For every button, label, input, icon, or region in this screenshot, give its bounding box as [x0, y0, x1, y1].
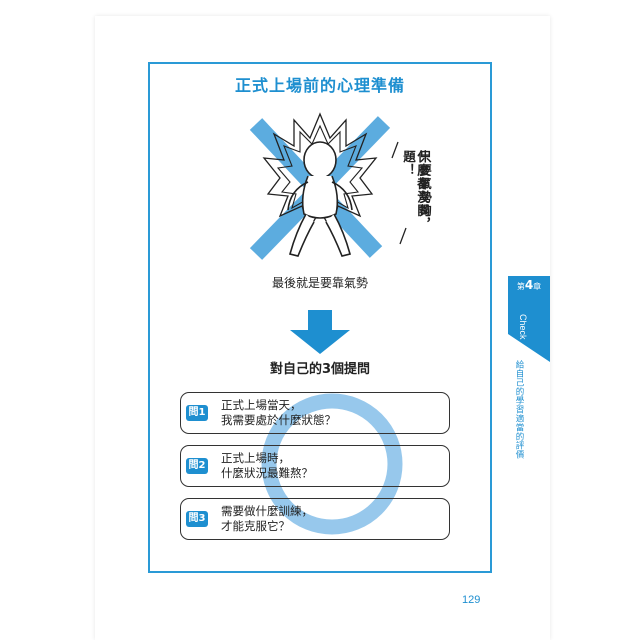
- page-number: 129: [462, 594, 481, 606]
- chapter-tab-shape: [508, 276, 550, 362]
- question-text: 正式上場當天， 我需要處於什麼狀態？: [221, 398, 336, 428]
- question-line: 才能克服它？: [221, 519, 290, 533]
- figure-head: [303, 141, 337, 179]
- question-box-1: 問1 正式上場當天， 我需要處於什麼狀態？: [180, 392, 450, 434]
- chapter-tab: 第4章 Check: [508, 276, 550, 362]
- question-badge: 問3: [186, 511, 208, 527]
- question-line: 正式上場當天，: [221, 398, 302, 412]
- speech-line-2: 什麼都沒問題！: [401, 150, 430, 218]
- question-line: 我需要處於什麼狀態？: [221, 413, 336, 427]
- question-text: 需要做什麼訓練， 才能克服它？: [221, 504, 313, 534]
- question-box-3: 問3 需要做什麼訓練， 才能克服它？: [180, 498, 450, 540]
- question-line: 正式上場時，: [221, 451, 290, 465]
- speech-text: 只要氣勢夠， 什麼都沒問題！: [393, 150, 443, 242]
- question-line: 需要做什麼訓練，: [221, 504, 313, 518]
- figure-arm-left: [287, 181, 309, 211]
- question-text: 正式上場時， 什麼狀況最難熬？: [221, 451, 313, 481]
- question-badge: 問1: [186, 405, 208, 421]
- question-line: 什麼狀況最難熬？: [221, 466, 313, 480]
- chapter-subtitle: 給自己的學習適當的評價: [514, 360, 524, 459]
- page-title: 正式上場前的心理準備: [234, 76, 405, 95]
- speech-line-1: 只要氣勢夠，: [417, 150, 432, 231]
- caption-bravado: 最後就是要靠氣勢: [271, 276, 368, 290]
- chapter-label: Check: [518, 314, 528, 340]
- figure-leg-left: [289, 213, 315, 257]
- figure-body: [301, 175, 339, 219]
- figure-arm-right: [331, 181, 353, 211]
- speech-mark-top: [391, 141, 399, 159]
- chapter-number: 第4章: [516, 278, 542, 292]
- content-frame: [148, 62, 492, 573]
- question-box-2: 問2 正式上場時， 什麼狀況最難熬？: [180, 445, 450, 487]
- down-arrow-icon: [290, 310, 350, 354]
- speech-mark-bottom: [399, 227, 407, 245]
- figure-leg-right: [325, 213, 351, 257]
- question-badge: 問2: [186, 458, 208, 474]
- caption-questions: 對自己的3個提問: [269, 362, 371, 377]
